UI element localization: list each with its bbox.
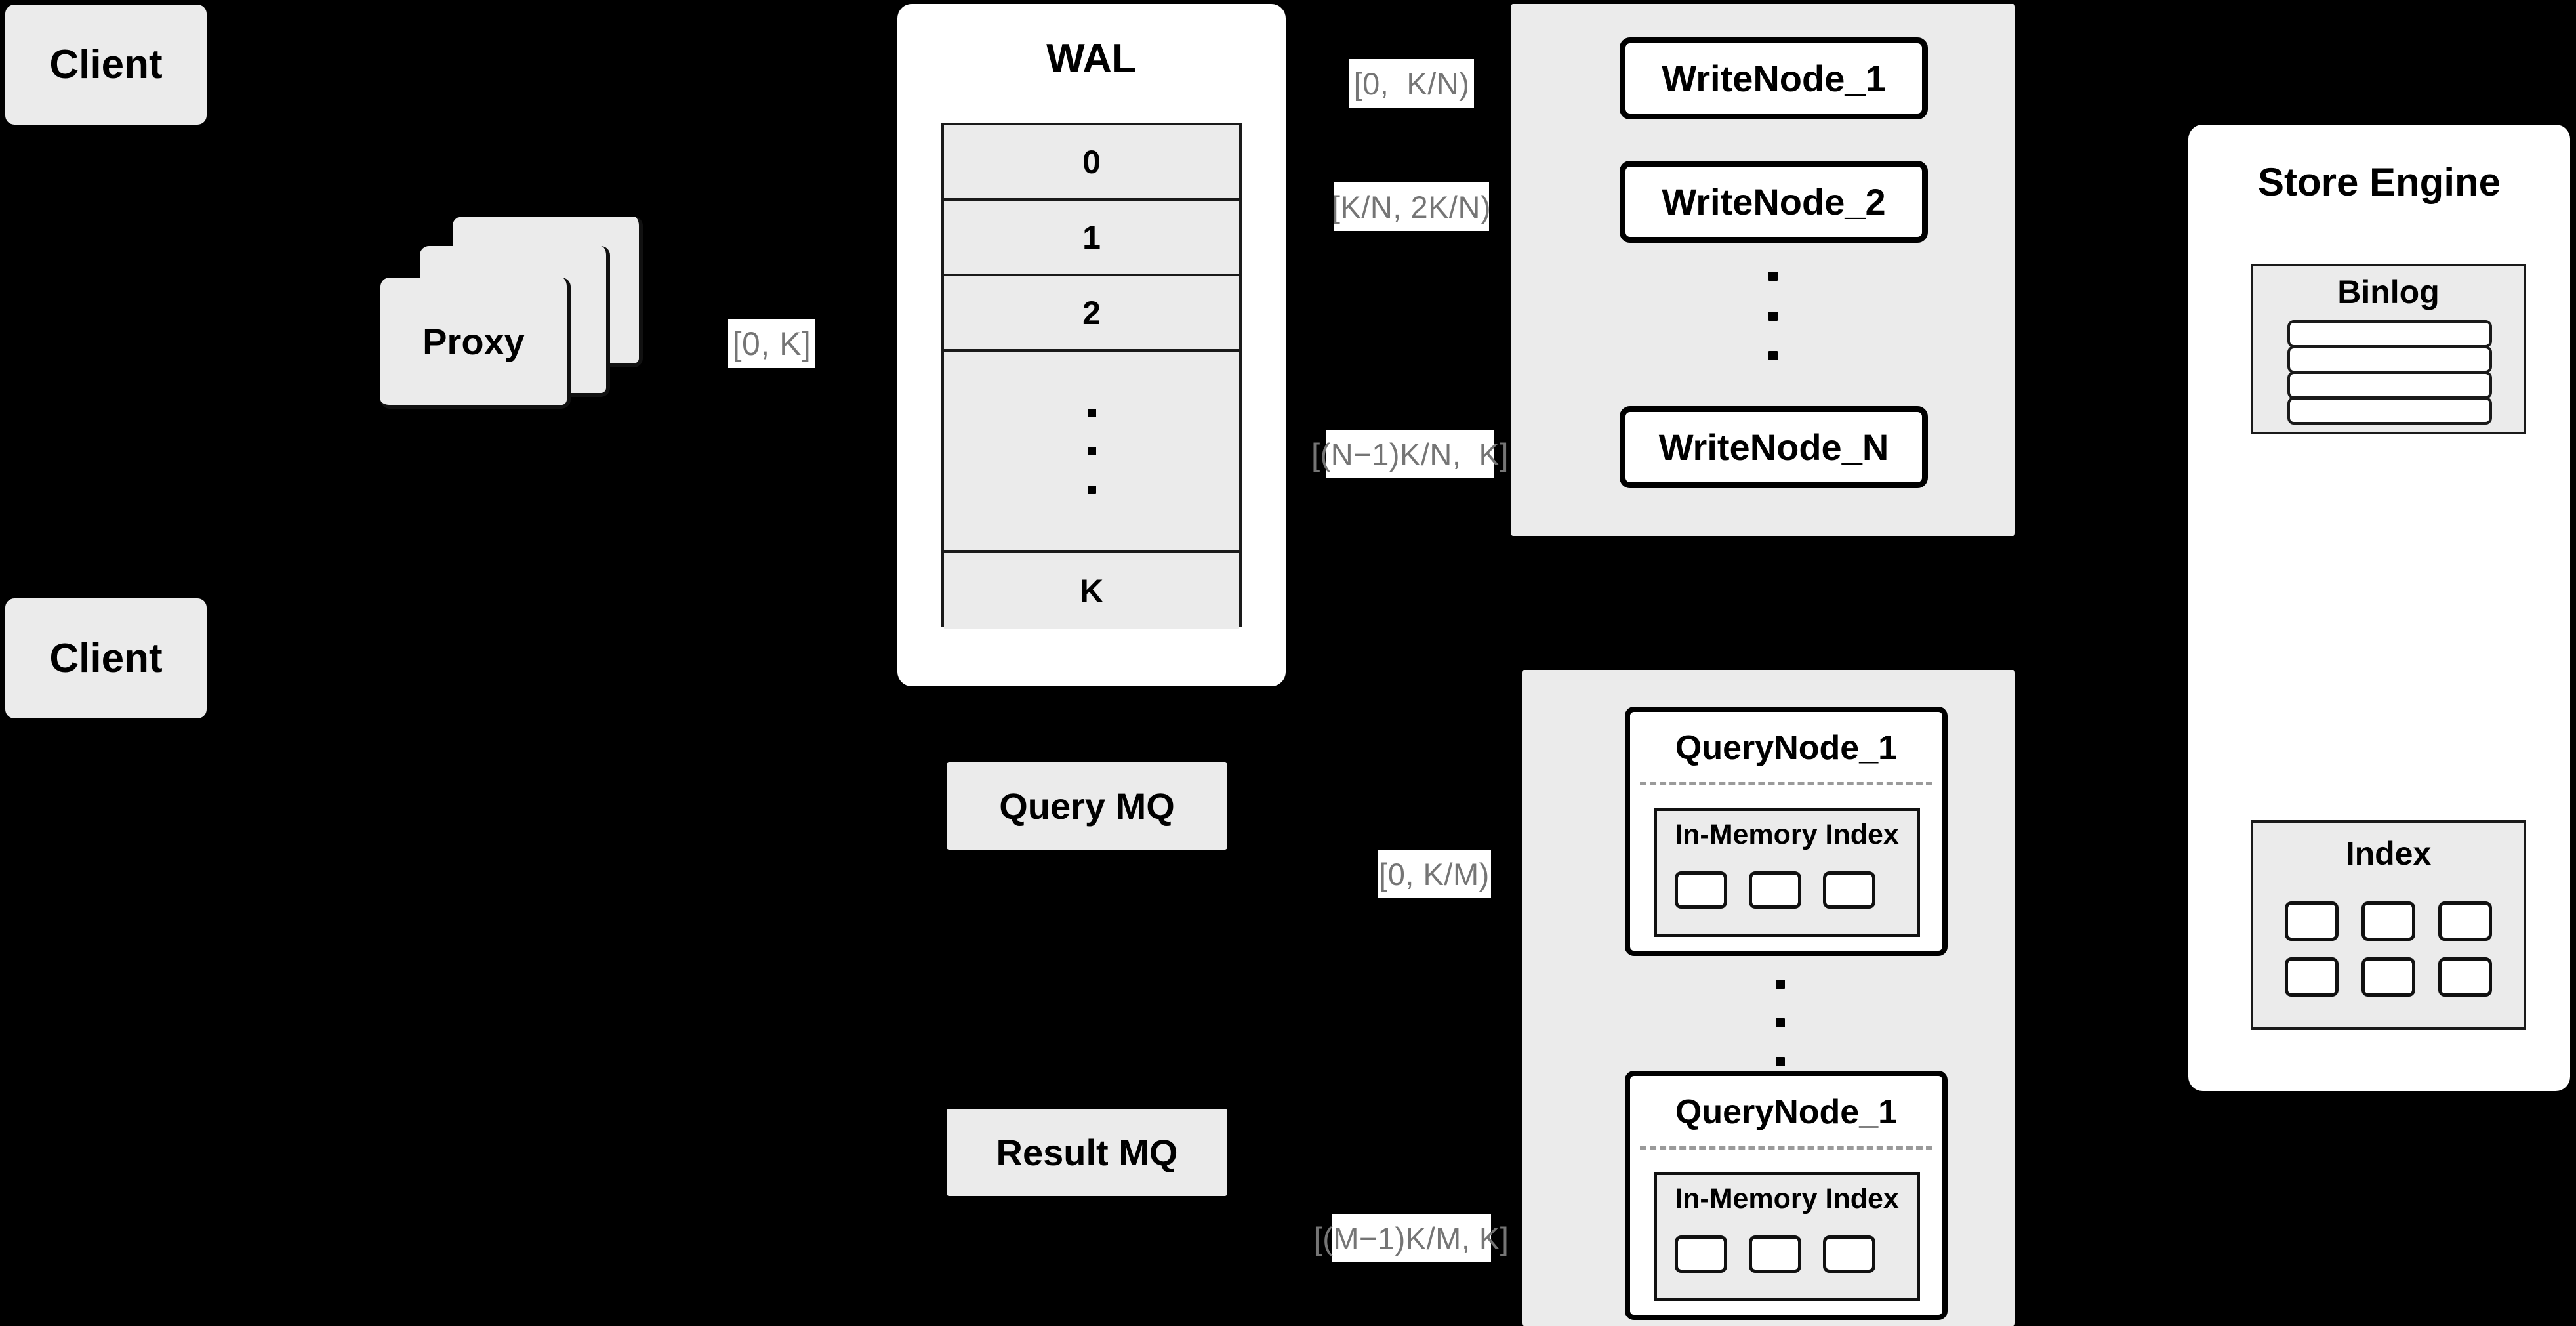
- binlog-bar[interactable]: [2287, 397, 2492, 425]
- wal-row[interactable]: 2: [944, 276, 1239, 352]
- index-cell[interactable]: [2285, 957, 2339, 997]
- client-label-2: Client: [49, 636, 163, 681]
- index-cell[interactable]: [2285, 901, 2339, 941]
- index-cell[interactable]: [2438, 901, 2492, 941]
- index-cell[interactable]: [1823, 1235, 1875, 1273]
- query-node-box-1[interactable]: QueryNode_1 In-Memory Index: [1625, 707, 1948, 956]
- wal-row-value: K: [1079, 572, 1104, 610]
- wal-row[interactable]: 1: [944, 201, 1239, 276]
- write-node-label: WriteNode_2: [1662, 181, 1886, 222]
- query-node-label: QueryNode_1: [1675, 729, 1898, 767]
- range-label-write-node-2: [K/N, 2K/N): [1331, 182, 1492, 231]
- write-node-label: WriteNode_N: [1658, 426, 1889, 468]
- range-label-proxy-to-wal: [0, K]: [728, 319, 815, 368]
- arrow-line-binlog: [2169, 387, 2198, 393]
- binlog-title: Binlog: [2337, 274, 2440, 310]
- range-label-text: [0, K]: [732, 325, 811, 362]
- index-cell[interactable]: [2361, 901, 2415, 941]
- proxy-sheet-front[interactable]: Proxy: [380, 278, 571, 409]
- wal-row-value: 1: [1082, 218, 1101, 256]
- vertical-ellipsis-icon: [1760, 272, 1786, 360]
- wal-row-value: 0: [1082, 143, 1101, 180]
- in-memory-index-title: In-Memory Index: [1675, 819, 1899, 850]
- write-node-box-n[interactable]: WriteNode_N: [1620, 406, 1928, 488]
- index-cell[interactable]: [2361, 957, 2415, 997]
- result-mq-box[interactable]: Result MQ: [947, 1109, 1227, 1196]
- query-node-label: QueryNode_1: [1675, 1093, 1898, 1131]
- index-title: Index: [2345, 835, 2432, 872]
- index-cell[interactable]: [2438, 957, 2492, 997]
- in-memory-index-title: In-Memory Index: [1675, 1183, 1899, 1214]
- binlog-box: Binlog: [2251, 264, 2526, 434]
- binlog-bar[interactable]: [2287, 371, 2492, 399]
- range-label-text: [(M−1)K/M, K]: [1313, 1220, 1509, 1256]
- client-label-1: Client: [49, 42, 163, 87]
- query-node-separator: [1640, 1146, 1932, 1150]
- range-label-query-node-1: [0, K/M): [1378, 850, 1491, 898]
- binlog-bar[interactable]: [2287, 346, 2492, 373]
- arrow-line-index: [2169, 945, 2198, 951]
- query-node-panel: QueryNode_1 In-Memory Index QueryNode_1 …: [1522, 670, 2015, 1326]
- query-mq-box[interactable]: Query MQ: [947, 762, 1227, 850]
- index-box: Index: [2251, 820, 2526, 1030]
- store-engine-panel: Store Engine Binlog Index: [2188, 125, 2570, 1091]
- range-label-text: [(N−1)K/N, K]: [1311, 436, 1509, 472]
- index-cell[interactable]: [1749, 871, 1801, 909]
- index-cell[interactable]: [1675, 1235, 1727, 1273]
- query-node-separator: [1640, 782, 1932, 785]
- write-node-label: WriteNode_1: [1662, 58, 1886, 99]
- query-node-box-m[interactable]: QueryNode_1 In-Memory Index: [1625, 1071, 1948, 1320]
- proxy-label: Proxy: [422, 320, 525, 362]
- index-cell[interactable]: [1749, 1235, 1801, 1273]
- range-label-text: [0, K/N): [1353, 66, 1470, 101]
- query-mq-label: Query MQ: [999, 785, 1175, 827]
- wal-panel: WAL 0 1 2 K: [897, 4, 1286, 686]
- write-node-panel: WriteNode_1 WriteNode_2 WriteNode_N: [1511, 4, 2015, 536]
- wal-row-value: 2: [1082, 294, 1101, 331]
- vertical-ellipsis-icon: [1087, 408, 1096, 494]
- store-engine-title: Store Engine: [2257, 160, 2501, 204]
- range-label-text: [K/N, 2K/N): [1331, 189, 1492, 224]
- wal-title: WAL: [1046, 36, 1137, 81]
- index-cell[interactable]: [1823, 871, 1875, 909]
- vertical-ellipsis-icon: [1767, 980, 1793, 1066]
- range-label-write-node-n: [(N−1)K/N, K]: [1311, 430, 1508, 478]
- range-label-query-node-m: [(M−1)K/M, K]: [1314, 1214, 1509, 1262]
- proxy-stack[interactable]: Proxy: [380, 217, 669, 433]
- range-label-write-node-1: [0, K/N): [1349, 59, 1474, 108]
- client-box-2[interactable]: Client: [5, 598, 207, 718]
- client-box-1[interactable]: Client: [5, 5, 207, 125]
- result-mq-label: Result MQ: [996, 1132, 1178, 1173]
- wal-table: 0 1 2 K: [941, 123, 1242, 629]
- wal-row-ellipsis: [944, 352, 1239, 553]
- range-label-text: [0, K/M): [1379, 856, 1490, 892]
- in-memory-index-box-1: In-Memory Index: [1654, 808, 1920, 937]
- wal-row[interactable]: K: [944, 553, 1239, 629]
- in-memory-index-box-m: In-Memory Index: [1654, 1172, 1920, 1301]
- write-node-box-2[interactable]: WriteNode_2: [1620, 161, 1928, 243]
- index-cell[interactable]: [1675, 871, 1727, 909]
- binlog-bar[interactable]: [2287, 320, 2492, 348]
- wal-row[interactable]: 0: [944, 125, 1239, 201]
- write-node-box-1[interactable]: WriteNode_1: [1620, 37, 1928, 119]
